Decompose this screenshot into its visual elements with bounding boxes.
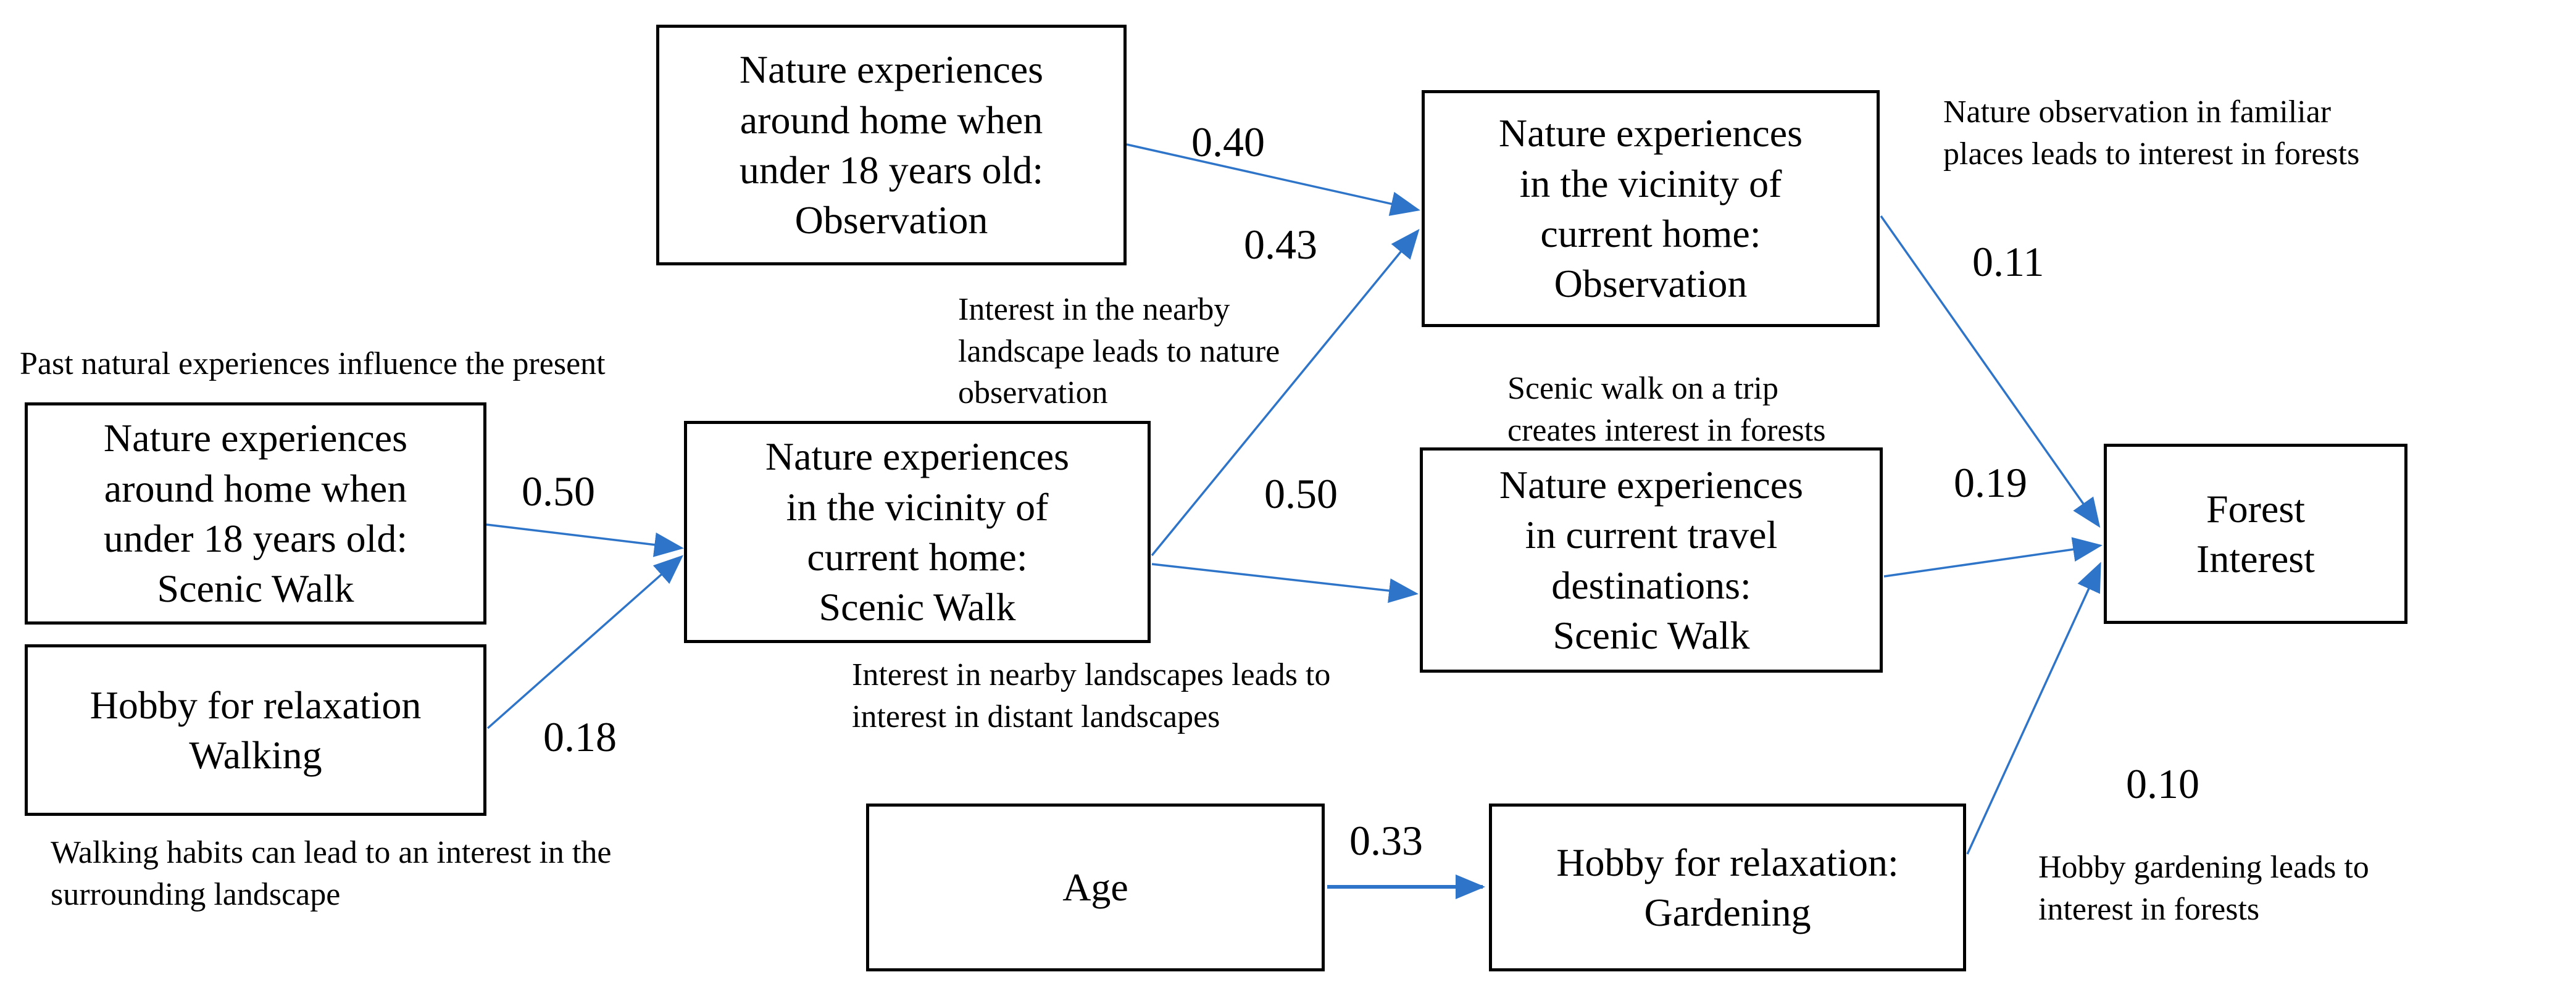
node-vicinity-scenic-walk: Nature experiences in the vicinity of cu… [684, 421, 1151, 643]
coefficient-hobby-gardening-to-forest-interest: 0.10 [2126, 760, 2199, 807]
annotation-nearby-observation: Interest in the nearby landscape leads t… [958, 292, 1280, 411]
arrow-vicinity-observation-to-forest-interest [1880, 215, 2101, 528]
arrow-u18-observation-to-vicinity-observation [1126, 143, 1420, 216]
coefficient-u18-observation-to-vicinity-observation: 0.40 [1191, 118, 1265, 165]
arrow-hobby-gardening-to-forest-interest [1966, 562, 2101, 855]
arrow-hobby-walking-to-vicinity-scenic-walk [486, 555, 683, 729]
annotation-distant-landscapes: Interest in nearby landscapes leads to i… [852, 657, 1331, 734]
arrow-vicinity-scenic-walk-to-travel-scenic-walk [1151, 563, 1419, 603]
node-u18-scenic-walk: Nature experiences around home when unde… [25, 402, 486, 625]
annotation-familiar-places: Nature observation in familiar places le… [1943, 94, 2360, 172]
node-vicinity-observation: Nature experiences in the vicinity of cu… [1422, 90, 1880, 327]
coefficient-vicinity-scenic-walk-to-vicinity-observation: 0.43 [1244, 221, 1317, 268]
node-forest-interest: Forest Interest [2104, 444, 2407, 624]
coefficient-u18-scenic-walk-to-vicinity-scenic-walk: 0.50 [522, 468, 595, 515]
node-age: Age [866, 804, 1325, 971]
arrow-vicinity-scenic-walk-to-vicinity-observation [1151, 228, 1420, 557]
annotation-scenic-trip: Scenic walk on a trip creates interest i… [1507, 371, 1826, 448]
arrow-u18-scenic-walk-to-vicinity-scenic-walk [486, 523, 684, 557]
node-hobby-gardening: Hobby for relaxation: Gardening [1489, 804, 1966, 971]
coefficient-vicinity-scenic-walk-to-travel-scenic-walk: 0.50 [1264, 470, 1338, 517]
node-u18-observation: Nature experiences around home when unde… [656, 25, 1127, 265]
node-hobby-walking: Hobby for relaxation Walking [25, 644, 486, 816]
annotation-walking-habits: Walking habits can lead to an interest i… [51, 835, 612, 912]
node-travel-scenic-walk: Nature experiences in current travel des… [1420, 447, 1883, 673]
annotation-hobby-gardening: Hobby gardening leads to interest in for… [2038, 850, 2369, 927]
coefficient-vicinity-observation-to-forest-interest: 0.11 [1972, 238, 2045, 285]
annotation-past-influence: Past natural experiences influence the p… [20, 346, 606, 381]
coefficient-age-to-hobby-gardening: 0.33 [1349, 817, 1423, 864]
arrow-travel-scenic-walk-to-forest-interest [1883, 537, 2103, 578]
coefficient-hobby-walking-to-vicinity-scenic-walk: 0.18 [543, 713, 617, 760]
coefficient-travel-scenic-walk-to-forest-interest: 0.19 [1954, 459, 2027, 506]
